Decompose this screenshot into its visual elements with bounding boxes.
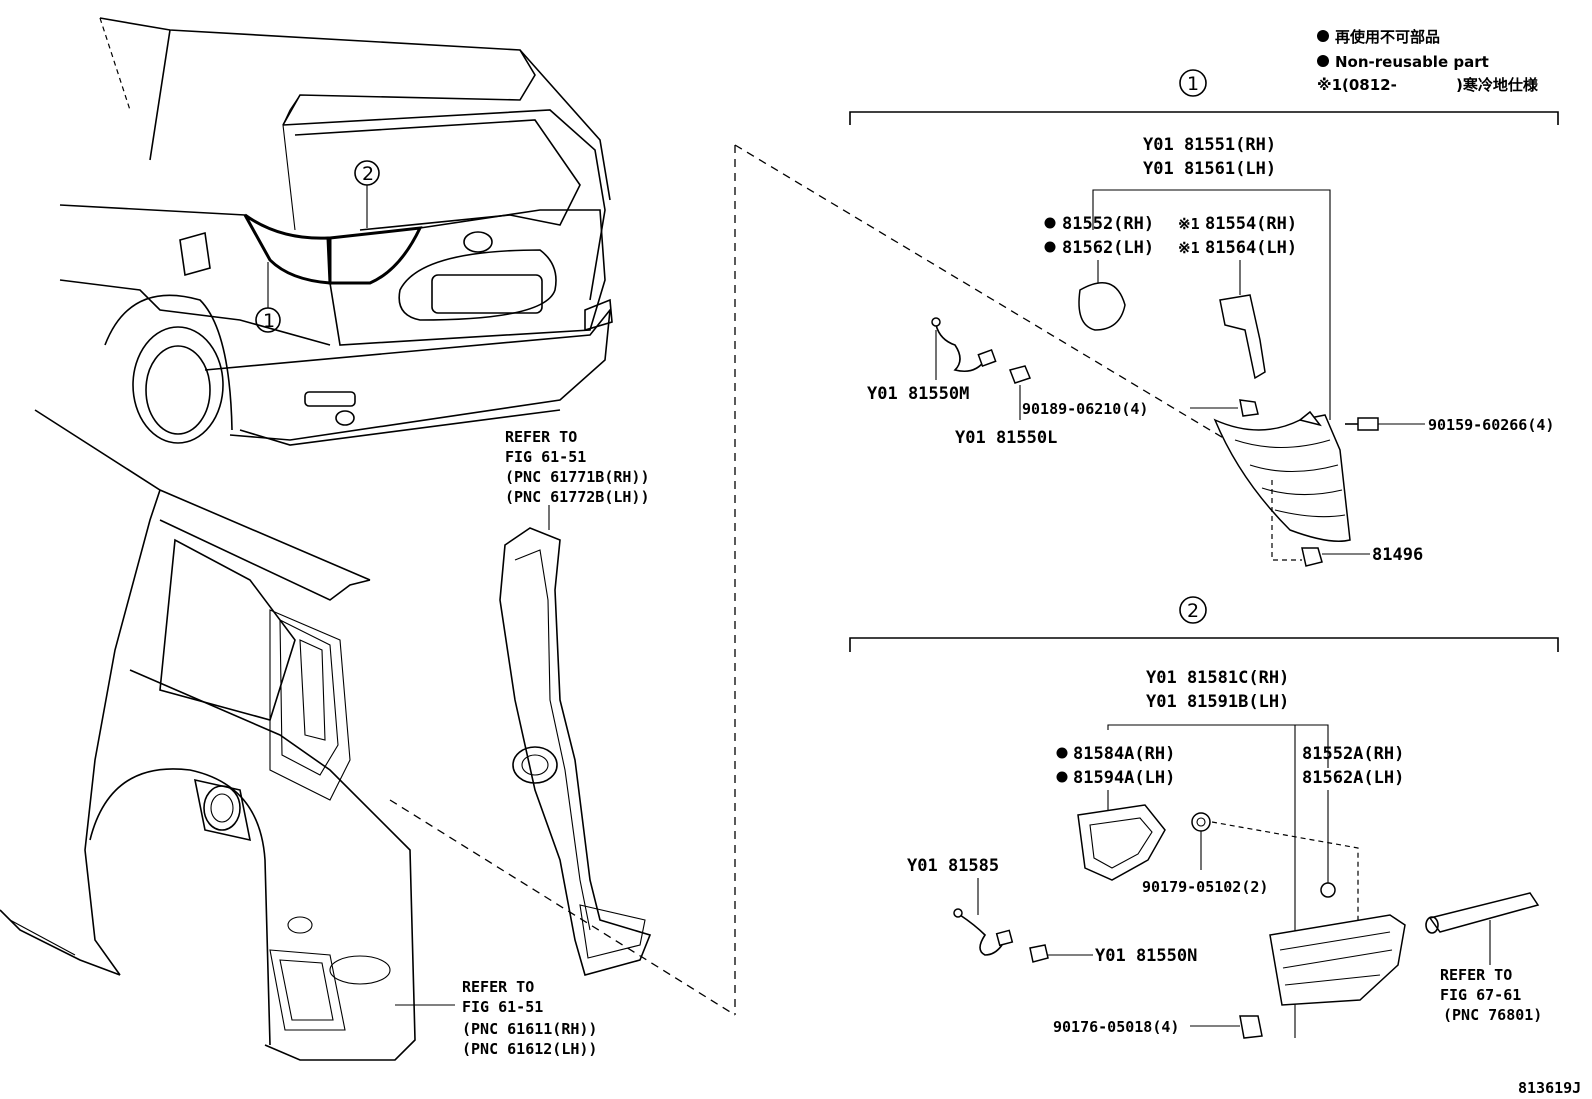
sec1-bulb: Y01 81550L (955, 428, 1057, 448)
sec2-assy-rh: Y01 81581C(RH) (1146, 668, 1289, 688)
sec2-refer-title: REFER TO (1440, 966, 1512, 984)
sec1-cover-lh: 81564(LH) (1205, 238, 1297, 258)
section-2-number: 2 (1187, 600, 1199, 622)
stop-lamp-shape (1428, 892, 1540, 933)
sec2-refer-fig: FIG 67-61 (1440, 986, 1521, 1004)
tail-lamp-2-shape (1269, 914, 1406, 1006)
sec1-cover-rh: 81554(RH) (1205, 214, 1297, 234)
sec1-lens-lh: 81562(LH) (1062, 238, 1154, 258)
pillar-panel (499, 505, 652, 976)
sec2-refer-pnc: (PNC 76801) (1443, 1006, 1542, 1024)
sec1-assy-rh: Y01 81551(RH) (1143, 135, 1276, 155)
gasket-2-shape (1077, 804, 1166, 881)
sec2-lens-rh: 81552A(RH) (1302, 744, 1404, 764)
sec2-socket: Y01 81585 (907, 856, 999, 876)
quarter-panel (0, 409, 416, 1061)
refer-lower-pnc-rh: (PNC 61611(RH)) (462, 1020, 597, 1038)
legend-line-3-prefix: ※1(0812- (1317, 76, 1397, 94)
refer-lower-fig: FIG 61-51 (462, 998, 543, 1016)
section-1-marker (1179, 69, 1207, 97)
legend-line-3-suffix: )寒冷地仕様 (1456, 76, 1539, 94)
sec1-socket: Y01 81550M (867, 384, 969, 404)
sec1-screw: 90159-60266(4) (1428, 416, 1554, 434)
diagram-id: 813619J (1518, 1079, 1581, 1097)
legend: 再使用不可部品 Non-reusable part ※1(0812- )寒冷地仕… (1317, 28, 1539, 94)
filled-dot-icon (1317, 55, 1329, 67)
sec1-cover-mark-lh: ※1 (1178, 239, 1200, 257)
sec1-lens-rh: 81552(RH) (1062, 214, 1154, 234)
filled-dot-icon (1317, 30, 1329, 42)
filled-dot-icon (1044, 217, 1056, 229)
callout-1-number: 1 (263, 310, 275, 332)
filled-dot-icon (1056, 747, 1068, 759)
refer-upper-pnc-lh: (PNC 61772B(LH)) (505, 488, 650, 506)
sec2-gasket-lh: 81594A(LH) (1073, 768, 1175, 788)
section-2-marker (1179, 596, 1207, 624)
filled-dot-icon (1056, 771, 1068, 783)
gasket-shape (1078, 282, 1126, 331)
refer-upper-fig: FIG 61-51 (505, 448, 586, 466)
section-2: 2 Y01 81581C(RH) Y01 81591B(LH) 81584A(R… (849, 596, 1559, 1039)
legend-line-2: Non-reusable part (1335, 53, 1489, 71)
refer-lower: REFER TO FIG 61-51 (PNC 61611(RH)) (PNC … (395, 978, 597, 1058)
refer-lower-pnc-lh: (PNC 61612(LH)) (462, 1040, 597, 1058)
sec2-bulb: Y01 81550N (1095, 946, 1197, 966)
legend-line-1: 再使用不可部品 (1335, 28, 1440, 46)
refer-lower-title: REFER TO (462, 978, 534, 996)
refer-upper-pnc-rh: (PNC 61771B(RH)) (505, 468, 650, 486)
sec1-clip: 81496 (1372, 545, 1423, 565)
sec2-lens-lh: 81562A(LH) (1302, 768, 1404, 788)
sec1-nut: 90189-06210(4) (1022, 400, 1148, 418)
sec1-cover-mark-rh: ※1 (1178, 215, 1200, 233)
sec2-gasket-rh: 81584A(RH) (1073, 744, 1175, 764)
sec2-grommet: 90179-05102(2) (1142, 878, 1268, 896)
tail-lamp-1-shape (1213, 414, 1351, 542)
refer-upper: REFER TO FIG 61-51 (PNC 61771B(RH)) (PNC… (505, 428, 650, 506)
refer-upper-title: REFER TO (505, 428, 577, 446)
sec2-assy-lh: Y01 81591B(LH) (1146, 692, 1289, 712)
sec2-nut: 90176-05018(4) (1053, 1018, 1179, 1036)
section-1-number: 1 (1187, 73, 1199, 95)
cover-shape (1219, 294, 1266, 380)
callout-2-number: 2 (362, 163, 374, 185)
sec1-assy-lh: Y01 81561(LH) (1143, 159, 1276, 179)
filled-dot-icon (1044, 241, 1056, 253)
vehicle-rear-view: 2 1 (59, 17, 613, 446)
section-1: 1 Y01 81551(RH) Y01 81561(LH) 81552(RH) … (849, 69, 1559, 567)
